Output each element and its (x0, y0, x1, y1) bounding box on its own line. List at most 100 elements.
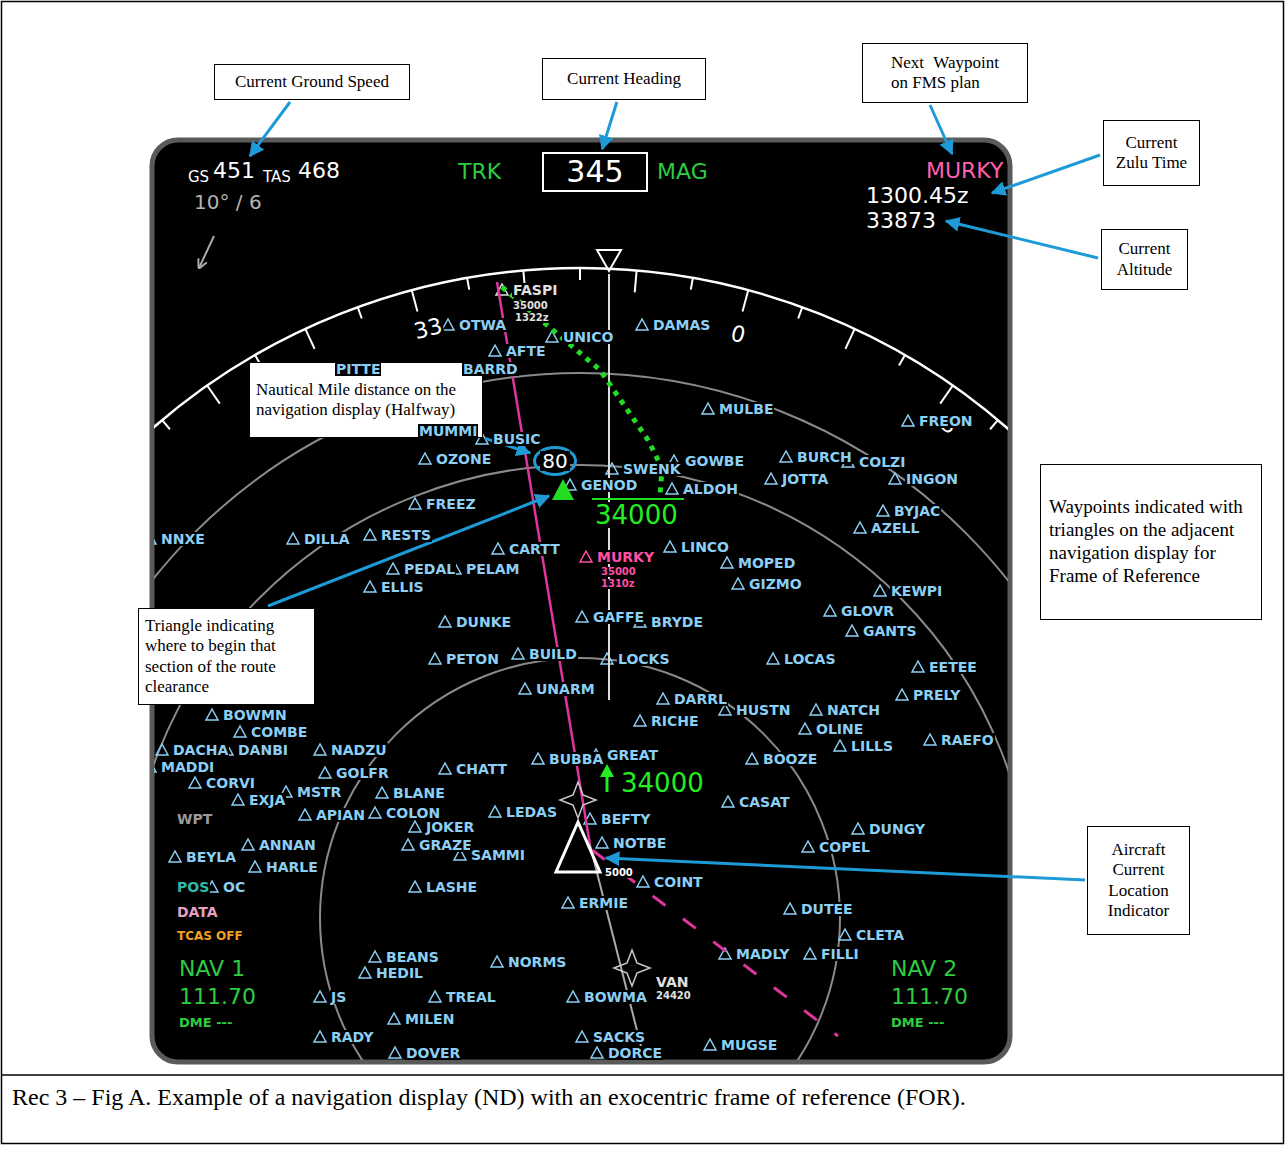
ellipse-outline (535, 448, 576, 475)
waypoint-name: EXJA (248, 793, 286, 807)
waypoint-triangle (439, 616, 451, 627)
waypoint-name: UNARM (535, 682, 596, 696)
waypoint-name: COMBE (250, 725, 308, 739)
compass-tick (579, 268, 581, 280)
waypoint-name: JOKER (425, 820, 475, 834)
waypoint-name: BUSIC (492, 432, 542, 446)
waypoint-name: NNXE (160, 532, 206, 546)
constraint-text: 35000 (512, 301, 549, 311)
waypoint-triangle (376, 787, 388, 798)
callout-text: 80 (540, 451, 569, 471)
waypoint-triangle (442, 319, 454, 330)
menu-button: WPT (176, 812, 213, 826)
compass-tick (358, 307, 362, 318)
waypoint-name: DAMAS (652, 318, 711, 332)
waypoint-name: NOTBE (612, 836, 667, 850)
waypoint-triangle (802, 841, 814, 852)
waypoint-name: COINT (653, 875, 704, 889)
compass-tick (207, 386, 220, 404)
waypoint-triangle (242, 839, 254, 850)
dme-readout: DME --- (178, 1016, 233, 1029)
heading-box: 345 (542, 152, 648, 192)
callout-text: Triangle indicating where to begin that … (145, 616, 308, 698)
waypoint-triangle (409, 881, 421, 892)
waypoint-triangle (824, 605, 836, 616)
compass-tick (845, 329, 854, 349)
caption-divider (2, 1074, 1284, 1076)
waypoint-triangle (877, 505, 889, 516)
waypoint-triangle (804, 948, 816, 959)
waypoint-triangle (489, 345, 501, 356)
leader-line (250, 102, 290, 156)
route-waypoint: MURKY (596, 550, 655, 564)
altitude-constraint: 34000 (594, 502, 679, 528)
waypoint-name: MULBE (718, 402, 774, 416)
waypoint-name: GIZMO (748, 577, 803, 591)
navaid-name: VAN (655, 975, 689, 989)
waypoint-triangle (721, 557, 733, 568)
navaid-star (614, 950, 650, 986)
waypoint-name: APIAN (315, 808, 366, 822)
waypoint-name: FREON (918, 414, 974, 428)
compass-ticks (154, 268, 1008, 474)
waypoint-triangle (429, 991, 441, 1002)
waypoint-triangle (702, 403, 714, 414)
route-line-behind (590, 845, 645, 1060)
waypoint-triangle (591, 1047, 603, 1058)
waypoint-triangle (249, 861, 261, 872)
waypoint-name: OC (222, 880, 246, 894)
waypoint-name: AFTE (505, 344, 547, 358)
waypoint-triangle (606, 463, 618, 474)
callout-arrow (602, 102, 617, 149)
waypoint-triangle (810, 704, 822, 715)
waypoint-triangle (780, 451, 792, 462)
waypoint-name: BLANE (392, 786, 446, 800)
waypoint-name: GRAZE (418, 838, 473, 852)
range-ring-marker: 80 (533, 446, 577, 476)
altitude-bar (592, 498, 684, 500)
waypoint-name: COLON (385, 806, 441, 820)
readout-value: 1300.45z (865, 185, 970, 207)
waypoint-triangle (722, 796, 734, 807)
waypoint-triangle (429, 653, 441, 664)
waypoint-name: DUTEE (800, 902, 854, 916)
waypoint-name: OLINE (815, 722, 864, 736)
waypoint-triangle (732, 578, 744, 589)
waypoint-name: GLOVR (840, 604, 895, 618)
waypoint-triangle (319, 767, 331, 778)
compass-tick (412, 290, 418, 311)
callout-box: Aircraft Current Location Indicator (1087, 826, 1190, 935)
leader-line (930, 105, 952, 154)
waypoint-triangle (664, 541, 676, 552)
waypoint-name: OTWA (458, 318, 507, 332)
waypoint-name: DUNKE (455, 615, 512, 629)
menu-button: DATA (176, 905, 219, 919)
waypoint-triangle (419, 453, 431, 464)
waypoint-name: LOCKS (617, 652, 671, 666)
aircraft-symbol (556, 822, 600, 872)
waypoint-name: BEANS (385, 950, 440, 964)
callout-text: Waypoints indicated with triangles on th… (1049, 496, 1253, 587)
waypoint-triangle (637, 876, 649, 887)
waypoint-triangle (369, 807, 381, 818)
waypoint-triangle (156, 744, 168, 755)
callout-box: Current Altitude (1101, 229, 1188, 290)
waypoint-name: GOLFR (335, 766, 390, 780)
waypoint-triangle (364, 529, 376, 540)
callout-text: Next Waypoint on FMS plan (891, 53, 999, 94)
waypoint-triangle (784, 903, 796, 914)
compass-tick (798, 307, 802, 318)
waypoint-name: RADY (330, 1030, 374, 1044)
waypoint-name: HARLE (265, 860, 319, 874)
waypoint-triangle (489, 806, 501, 817)
compass-tick (743, 290, 749, 311)
waypoint-triangle (596, 837, 608, 848)
waypoint-name: EETEE (928, 660, 978, 674)
waypoint-name: DORCE (607, 1046, 663, 1060)
figure-frame (2, 2, 1284, 1144)
display-screen (152, 140, 1010, 1062)
waypoint-name: OZONE (435, 452, 492, 466)
clearance-start-triangle (552, 479, 574, 500)
nav-readout: 111.70 (178, 986, 257, 1008)
waypoint-name: DOVER (405, 1046, 461, 1060)
